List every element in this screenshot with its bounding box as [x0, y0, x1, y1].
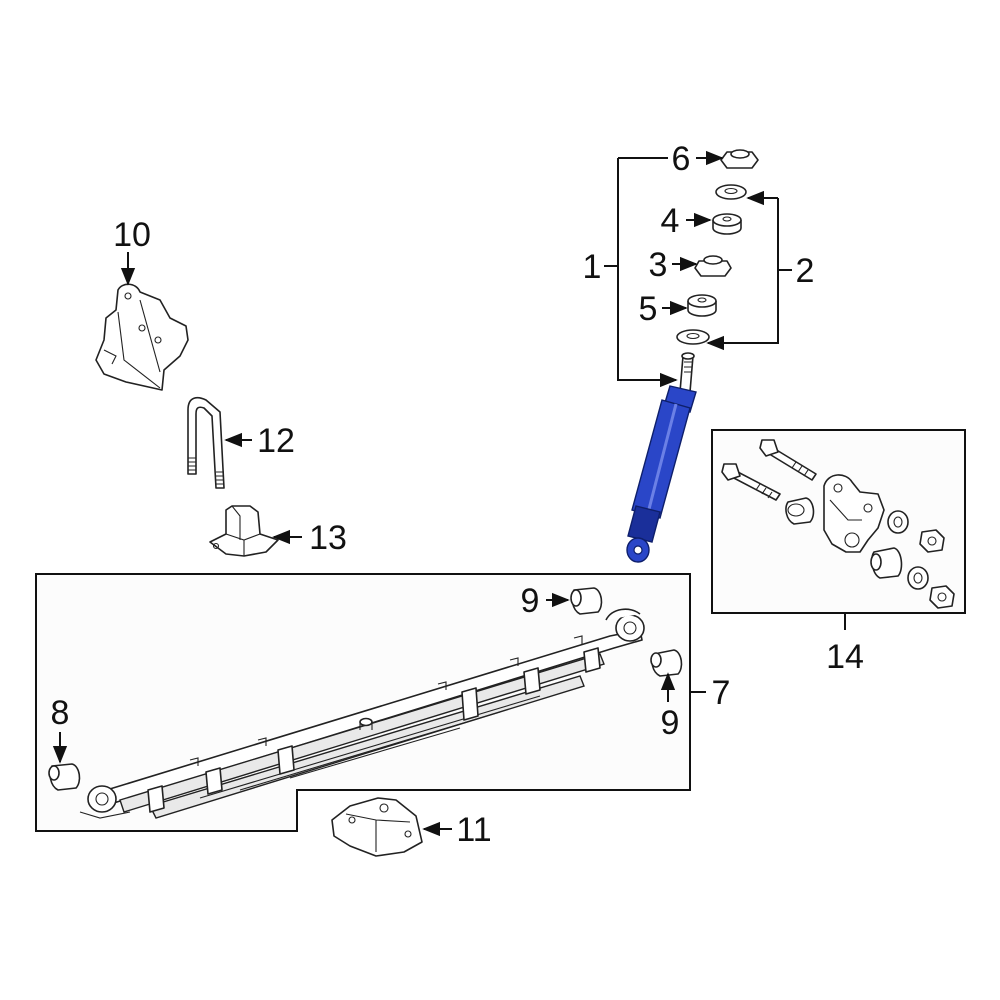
leader-lines — [52, 150, 846, 837]
callout-14: 14 — [826, 638, 864, 676]
callout-6: 6 — [672, 140, 691, 178]
part-9-bushing-lower[interactable] — [650, 649, 683, 677]
callout-3: 3 — [649, 246, 668, 284]
part-7-leaf-spring[interactable] — [79, 608, 645, 819]
part-8-bushing[interactable] — [48, 763, 81, 791]
callout-8: 8 — [51, 694, 70, 732]
part-11-spring-plate[interactable] — [331, 797, 423, 857]
callout-2: 2 — [796, 252, 815, 290]
callout-11: 11 — [456, 811, 491, 849]
shock-absorber[interactable] — [626, 352, 697, 563]
part-4-bushing[interactable] — [712, 213, 742, 235]
part-retainer-upper[interactable] — [715, 184, 747, 200]
callout-1: 1 — [583, 248, 602, 286]
part-14-hardware-kit[interactable] — [721, 439, 955, 609]
callout-12: 12 — [257, 422, 295, 460]
part-9-bushing-upper[interactable] — [570, 587, 603, 615]
callout-9-upper: 9 — [521, 582, 540, 620]
part-retainer-lower[interactable] — [676, 329, 710, 345]
callout-13: 13 — [309, 519, 347, 557]
callout-4: 4 — [661, 202, 680, 240]
callout-9-lower: 9 — [661, 704, 680, 742]
part-3-nut[interactable] — [694, 255, 732, 277]
part-12-u-bolt[interactable] — [187, 396, 225, 489]
callout-7: 7 — [712, 674, 731, 712]
part-10-spring-hanger[interactable] — [95, 283, 189, 391]
callout-5: 5 — [639, 290, 658, 328]
part-5-bushing[interactable] — [687, 294, 717, 317]
callout-10: 10 — [113, 216, 151, 254]
part-13-pad[interactable] — [209, 505, 279, 557]
part-6-nut[interactable] — [720, 149, 759, 169]
